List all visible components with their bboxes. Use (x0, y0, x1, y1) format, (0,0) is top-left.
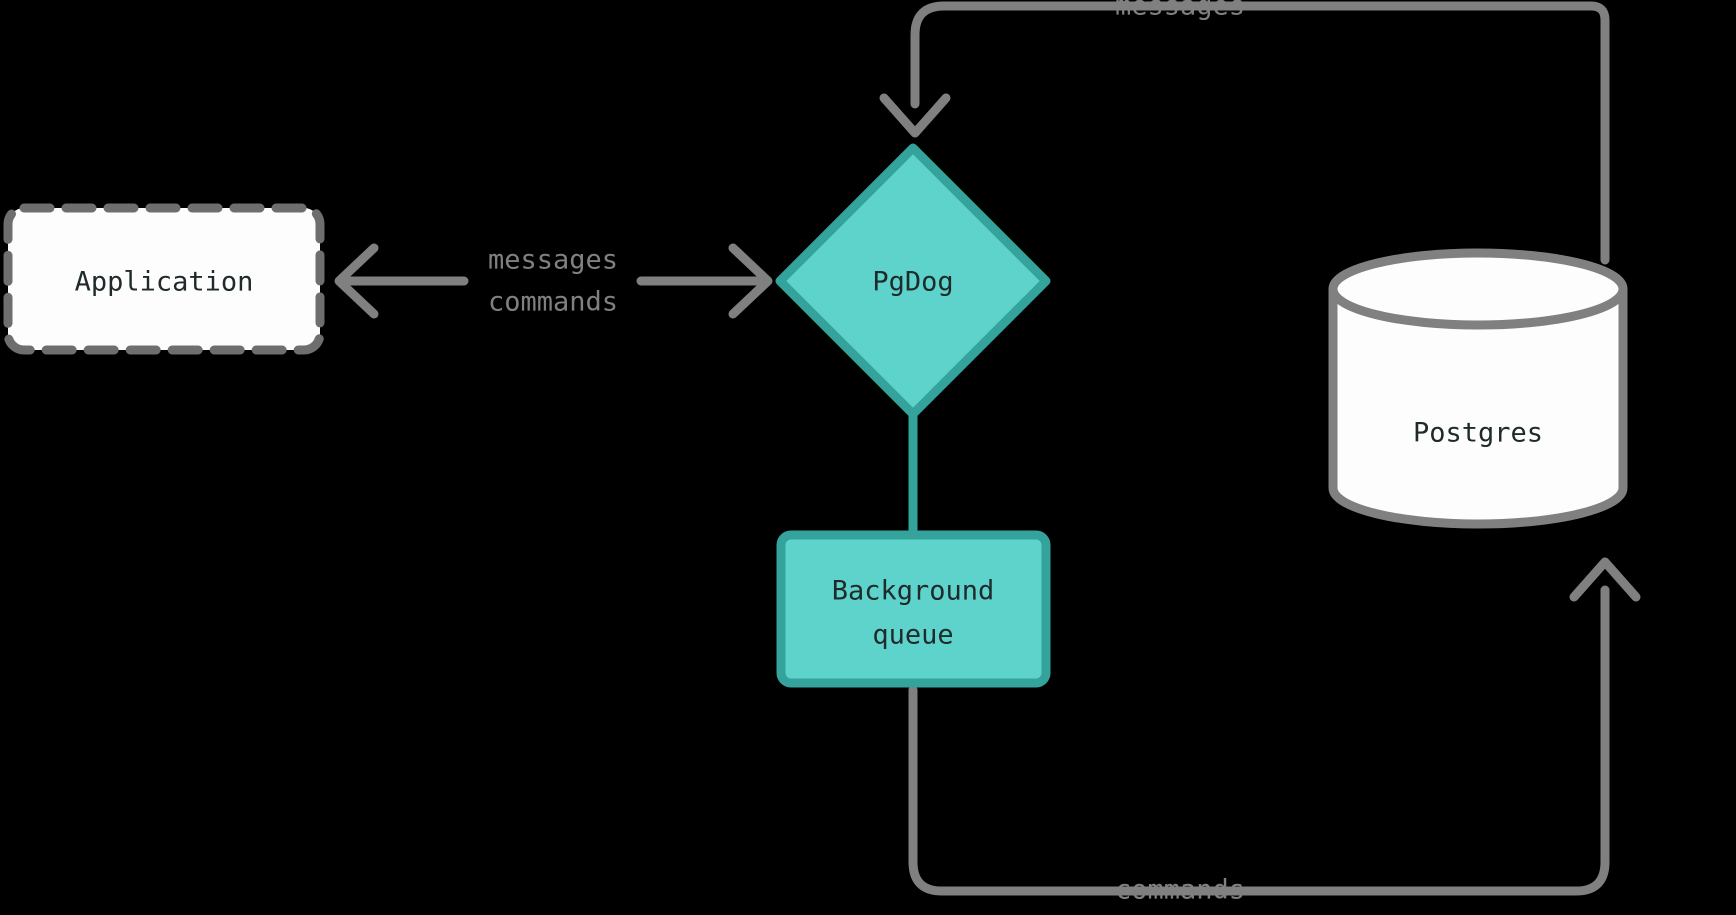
background-queue-box[interactable] (776, 530, 1051, 688)
background-queue-label-line1: Background (832, 576, 995, 607)
postgres-cylinder-body[interactable] (1328, 284, 1628, 529)
node-pgdog[interactable]: PgDog (775, 143, 1051, 419)
edge-label-commands-mid: commands (488, 287, 618, 318)
application-label: Application (75, 267, 254, 298)
edge-pgdog-to-application (334, 243, 469, 319)
node-postgres[interactable]: Postgres (1328, 248, 1628, 529)
postgres-label: Postgres (1413, 418, 1543, 449)
pgdog-diamond[interactable] (775, 143, 1051, 419)
edge-label-messages-top: messages (1115, 0, 1245, 22)
edge-queue-to-postgres (908, 557, 1641, 896)
application-box[interactable] (3, 203, 325, 355)
edge-label-commands-bottom: commands (1115, 875, 1245, 906)
postgres-cylinder-top (1328, 248, 1628, 330)
background-queue-label-line2: queue (872, 620, 953, 651)
edge-label-messages-mid: messages (488, 245, 618, 276)
node-background-queue[interactable]: Background queue (776, 530, 1051, 688)
edge-postgres-to-pgdog (879, 1, 1610, 265)
node-application[interactable]: Application (3, 203, 325, 355)
edge-application-to-pgdog (636, 243, 773, 319)
pgdog-label: PgDog (872, 267, 953, 298)
